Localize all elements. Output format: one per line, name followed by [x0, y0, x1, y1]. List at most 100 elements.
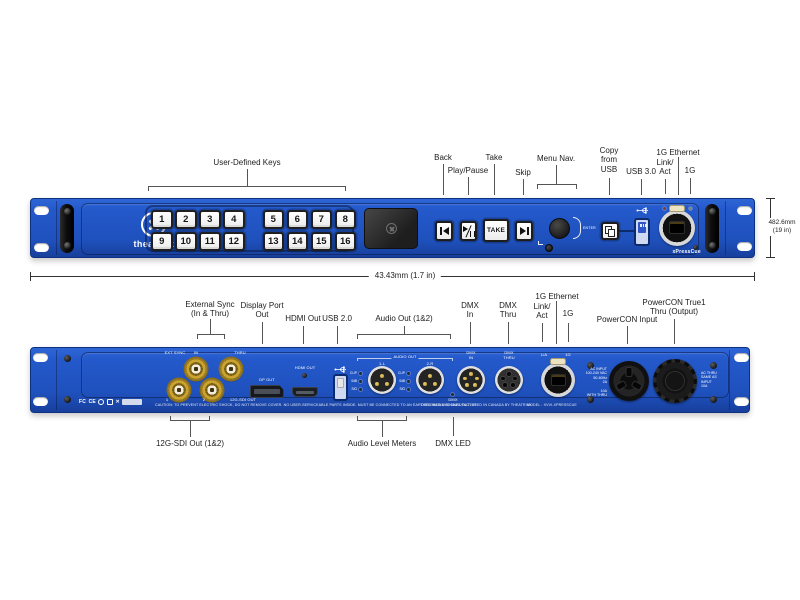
certification-marks: FC CE ✕ [79, 399, 143, 405]
ethercon-latch-tab [669, 205, 685, 212]
menu-encoder-knob[interactable] [549, 218, 570, 239]
dmx-led [451, 392, 454, 396]
annotation-audio-out: Audio Out (1&2) [375, 314, 433, 323]
rack-handle-left [60, 204, 74, 253]
bnc-sdi-out-1[interactable] [168, 379, 190, 401]
copy-from-usb-button[interactable] [601, 222, 619, 240]
key-16[interactable]: 16 [334, 231, 356, 251]
screen-logo-icon [386, 223, 397, 234]
displayport-out[interactable] [250, 385, 284, 398]
annotation-external-sync: External Sync (In & Thru) [185, 300, 235, 319]
key-14[interactable]: 14 [286, 231, 308, 251]
bnc-sync-in[interactable] [185, 358, 207, 380]
next-icon [519, 227, 526, 235]
bracket-sdi-out [170, 416, 210, 421]
0db-led-1 [359, 379, 362, 383]
annotation-copy-from-usb: Copy from USB [599, 146, 619, 174]
keypad-row-2: 9 10 11 12 13 14 15 16 [151, 231, 356, 251]
powercon-input[interactable] [609, 361, 649, 401]
0db-label: 0dB [399, 378, 405, 383]
key-1[interactable]: 1 [151, 209, 173, 229]
play-pause-button[interactable] [460, 221, 477, 241]
key-9[interactable]: 9 [151, 231, 173, 251]
ac-input-rating: AC INPUT 100-240 VAC 50-60Hz 2A [585, 367, 607, 385]
annotation-user-defined-keys: User-Defined Keys [213, 158, 281, 167]
leader-line [494, 164, 495, 195]
leader-line [303, 326, 304, 344]
rack-hole [34, 243, 49, 252]
bracket-menu-nav [537, 184, 577, 189]
xlr-dmx-in[interactable] [457, 366, 485, 394]
thru-label: THRU [234, 349, 246, 355]
key-7[interactable]: 7 [310, 209, 332, 229]
annotation-play-pause: Play/Pause [447, 166, 489, 175]
ear-divider [56, 350, 57, 410]
ethercon-port[interactable] [659, 210, 695, 246]
skip-button[interactable] [515, 221, 533, 241]
leader-line [210, 319, 211, 334]
usb-icon [334, 366, 346, 373]
ethercon-port-rear[interactable] [541, 363, 575, 397]
annotation-back: Back [434, 153, 452, 162]
panel-screw [693, 245, 698, 250]
0db-led-2 [407, 379, 410, 383]
rack-handle-right [705, 204, 719, 253]
usb-icon [636, 207, 648, 214]
leader-line [568, 323, 569, 342]
take-label: TAKE [486, 227, 505, 234]
width-dimension: 43.43mm (1.7 in) [368, 271, 442, 280]
leader-line [470, 322, 471, 344]
leader-line [453, 417, 454, 436]
rear-face [81, 352, 729, 398]
sdi-out-label: 12G-SDI OUT [229, 397, 257, 402]
annotation-skip: Skip [515, 168, 531, 177]
key-3[interactable]: 3 [199, 209, 221, 229]
back-button[interactable] [435, 221, 453, 241]
made-in-text: DESIGNED AND MANUFACTURED IN CANADA BY T… [421, 403, 532, 407]
keypad-row-1: 1 2 3 4 5 6 7 8 [151, 209, 356, 229]
ch2-label: 2-R [426, 360, 434, 366]
xlr-dmx-thru[interactable] [495, 366, 523, 394]
leader-line [609, 178, 610, 195]
back-mini-button[interactable] [545, 244, 553, 252]
hdmi-out-port[interactable] [292, 387, 318, 397]
key-13[interactable]: 13 [262, 231, 284, 251]
annotation-1g-ethernet: 1G Ethernet [656, 148, 700, 157]
annotation-link-act: Link/ Act [656, 158, 674, 177]
key-6[interactable]: 6 [286, 209, 308, 229]
powercon-true1-thru[interactable] [653, 359, 697, 403]
sig-led-1 [359, 387, 362, 391]
height-dimension: 482.6mm (19 in) [766, 218, 798, 237]
key-11[interactable]: 11 [199, 231, 221, 251]
bnc-sdi-out-2[interactable] [201, 379, 223, 401]
sdi1-label: 1 [165, 397, 169, 402]
handle-screw [63, 242, 71, 249]
panel-screw [587, 396, 594, 403]
key-10[interactable]: 10 [175, 231, 197, 251]
return-arrow-icon [538, 241, 543, 245]
front-panel: theatrixx 1 2 3 4 5 6 7 8 9 10 11 12 13 … [30, 198, 755, 258]
key-15[interactable]: 15 [310, 231, 332, 251]
key-12[interactable]: 12 [223, 231, 245, 251]
xlr-audio-out-2[interactable] [416, 366, 444, 394]
ear-divider [725, 201, 726, 255]
key-5[interactable]: 5 [262, 209, 284, 229]
usb3-port[interactable] [634, 218, 650, 246]
handle-screw [708, 208, 716, 215]
play-pause-icon [462, 224, 475, 238]
enter-label: ENTER [583, 226, 596, 230]
leader-line [443, 164, 444, 195]
bnc-sync-thru[interactable] [220, 358, 242, 380]
product-name-label: xPressCue [672, 249, 701, 255]
la-label: L/A [540, 352, 548, 357]
usb2-port[interactable] [333, 374, 348, 401]
dim-tick [766, 257, 775, 258]
key-2[interactable]: 2 [175, 209, 197, 229]
key-8[interactable]: 8 [334, 209, 356, 229]
rack-hole [33, 397, 48, 406]
rj45-jack [669, 221, 685, 234]
leader-line [523, 179, 524, 195]
xlr-audio-out-1[interactable] [368, 366, 396, 394]
key-4[interactable]: 4 [223, 209, 245, 229]
take-button[interactable]: TAKE [483, 219, 509, 242]
